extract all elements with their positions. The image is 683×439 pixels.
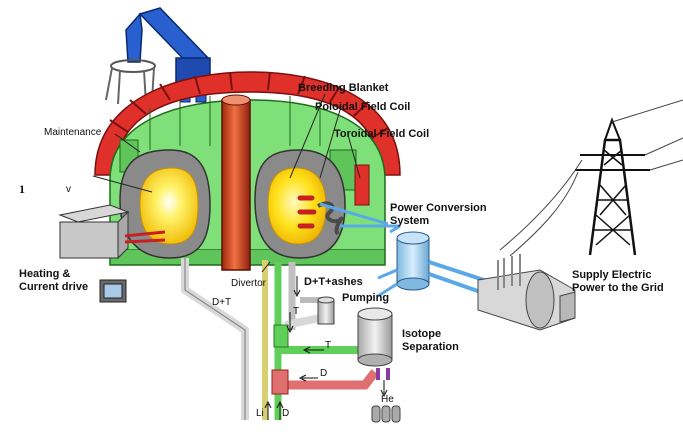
t-left-label: T [325,340,332,351]
power-conversion-label: Power Conversion [390,202,487,214]
transmission-tower [499,99,683,257]
helium-cylinders [371,405,401,423]
heat-exchanger-coil [317,201,389,236]
poloidal-field-coil-label: Poloidal Field Coil [315,101,411,113]
d-t-label: D+T [212,297,232,308]
d-t-ashes-label: D+T+ashes [304,276,363,288]
maintenance-label: Maintenance [44,127,102,138]
power-conversion-system-label: System [390,215,430,227]
divertor-label: Divertor [231,278,267,289]
pumping-label: Pumping [342,292,390,304]
li-label: Li [256,408,264,419]
fuel-pipes [181,258,390,420]
breeding-blanket-label: Breeding Blanket [298,82,389,94]
d-left-label: D [320,368,328,379]
pumping-unit [317,296,335,325]
power-to-grid-label: Power to the Grid [572,282,664,294]
vacuum-vessel-right [254,149,346,259]
leader-lines [92,93,361,273]
index-v-label: v [66,184,71,195]
separation-label: Separation [402,341,459,353]
heating-label: Heating & [19,268,71,280]
t-down-label: T [293,306,300,317]
flow-arrows [264,276,388,420]
index-number-label: 1 [19,182,25,196]
he-label: He [381,394,394,405]
central-solenoid [221,94,251,271]
toroidal-field-coil-label: Toroidal Field Coil [334,128,430,140]
current-drive-label: Current drive [19,281,89,293]
isotope-separation-tank [357,307,393,367]
supply-electric-label: Supply Electric [572,269,652,281]
d-up-label: D [282,408,290,419]
vacuum-vessel-left [119,149,211,259]
maintenance-crane [105,7,212,105]
power-conversion-system [340,224,576,331]
isotope-label: Isotope [402,328,442,340]
heating-current-drive-unit [58,204,166,303]
